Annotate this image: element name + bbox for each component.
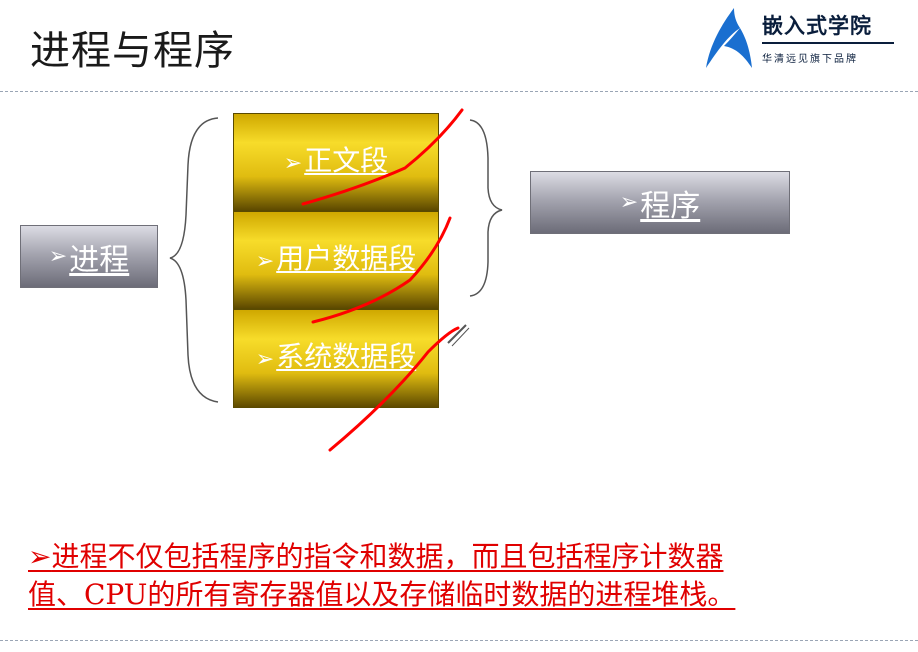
top-divider [0, 91, 918, 92]
segment-system-data-label: 系统数据段 [276, 340, 417, 373]
bullet-arrow-icon: ➢ [619, 190, 639, 215]
segment-text: ➢正文段 [233, 113, 439, 211]
process-box: ➢ 进程 [20, 225, 158, 288]
segment-user-data-label: 用户数据段 [276, 241, 417, 275]
bullet-arrow-icon: ➢ [283, 150, 303, 176]
logo-divider [762, 42, 894, 44]
bullet-arrow-icon: ➢ [255, 347, 275, 372]
right-brace [469, 119, 503, 297]
strike-mark-1 [301, 108, 464, 206]
segment-system-data: ➢系统数据段 [233, 309, 439, 408]
note-line-2: 值、CPU的所有寄存器值以及存储临时数据的进程堆栈。 [28, 578, 736, 611]
program-label: 程序 [640, 188, 701, 224]
segment-user-data: ➢用户数据段 [233, 211, 439, 309]
bullet-arrow-icon: ➢ [48, 244, 68, 269]
logo-name: 嵌入式学院 [762, 14, 872, 38]
strike-mark-3 [328, 326, 460, 452]
bottom-divider [0, 640, 918, 641]
bullet-arrow-icon: ➢ [28, 540, 52, 573]
logo-mark-icon [706, 8, 752, 68]
explanation-note: ➢进程不仅包括程序的指令和数据，而且包括程序计数器 值、CPU的所有寄存器值以及… [28, 538, 848, 614]
logo: 嵌入式学院 华清远见旗下品牌 [700, 6, 900, 78]
strike-mark-2 [311, 216, 452, 324]
pen-cursor-icon [447, 324, 470, 347]
note-line-1-text: 进程不仅包括程序的指令和数据，而且包括程序计数器 [51, 540, 724, 573]
segment-text-label: 正文段 [304, 143, 389, 177]
left-brace [169, 117, 219, 403]
bullet-arrow-icon: ➢ [255, 248, 275, 274]
process-label: 进程 [69, 242, 130, 278]
program-box: ➢ 程序 [530, 171, 790, 234]
note-line-1: ➢进程不仅包括程序的指令和数据，而且包括程序计数器 [28, 538, 848, 576]
page-title: 进程与程序 [30, 28, 235, 74]
logo-subtitle: 华清远见旗下品牌 [762, 54, 858, 65]
